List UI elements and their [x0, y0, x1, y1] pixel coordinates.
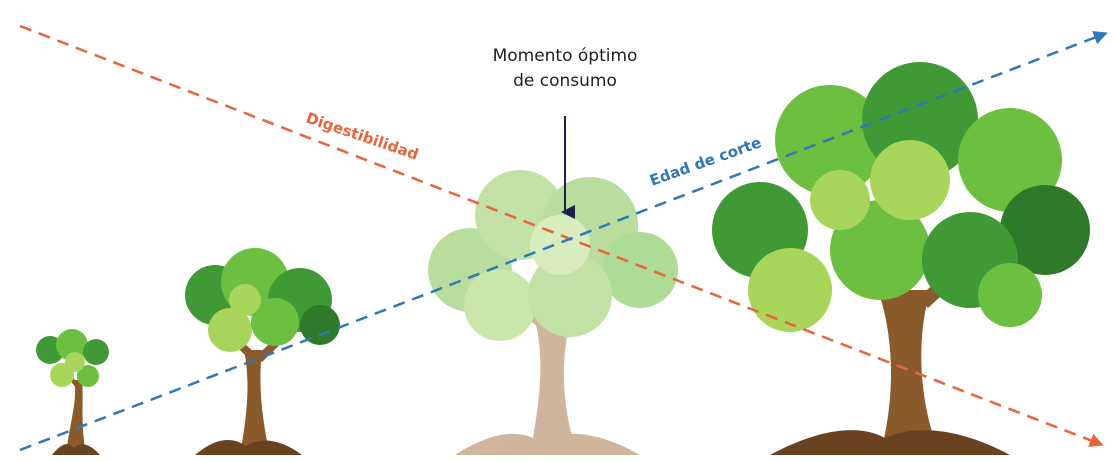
tree-young [185, 248, 340, 455]
tree-mature [712, 62, 1090, 455]
callout-line-1: Momento óptimo [492, 46, 638, 66]
callout-line-2: de consumo [513, 71, 617, 91]
tree-seedling [36, 329, 109, 455]
optimal-moment-callout: Momento óptimo de consumo [445, 44, 685, 94]
tree-optimal [428, 170, 678, 455]
digestibility-line [19, 24, 1104, 447]
digestibility-label: Digestibilidad [304, 109, 421, 164]
cut-age-line [19, 31, 1108, 452]
cut-age-label: Edad de corte [647, 133, 763, 189]
